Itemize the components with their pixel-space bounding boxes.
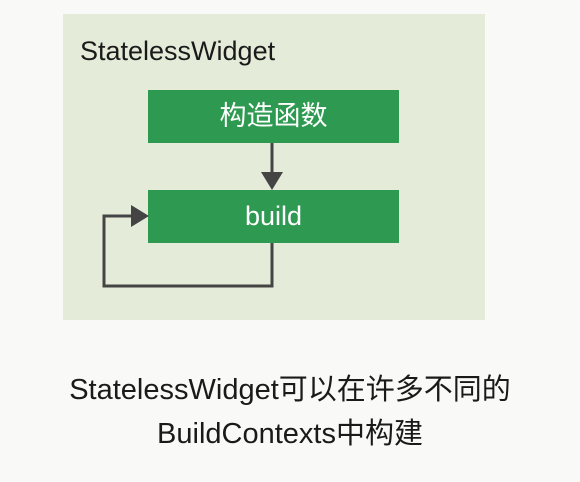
caption-line-2: BuildContexts中构建	[157, 418, 423, 450]
panel-title: StatelessWidget	[80, 36, 276, 66]
constructor-node: 构造函数	[148, 90, 399, 143]
caption-line-1: StatelessWidget可以在许多不同的	[69, 374, 511, 406]
caption: StatelessWidget可以在许多不同的 BuildContexts中构建	[0, 368, 580, 456]
build-node: build	[148, 190, 399, 243]
stateless-widget-panel: StatelessWidget 构造函数 build	[63, 14, 485, 320]
